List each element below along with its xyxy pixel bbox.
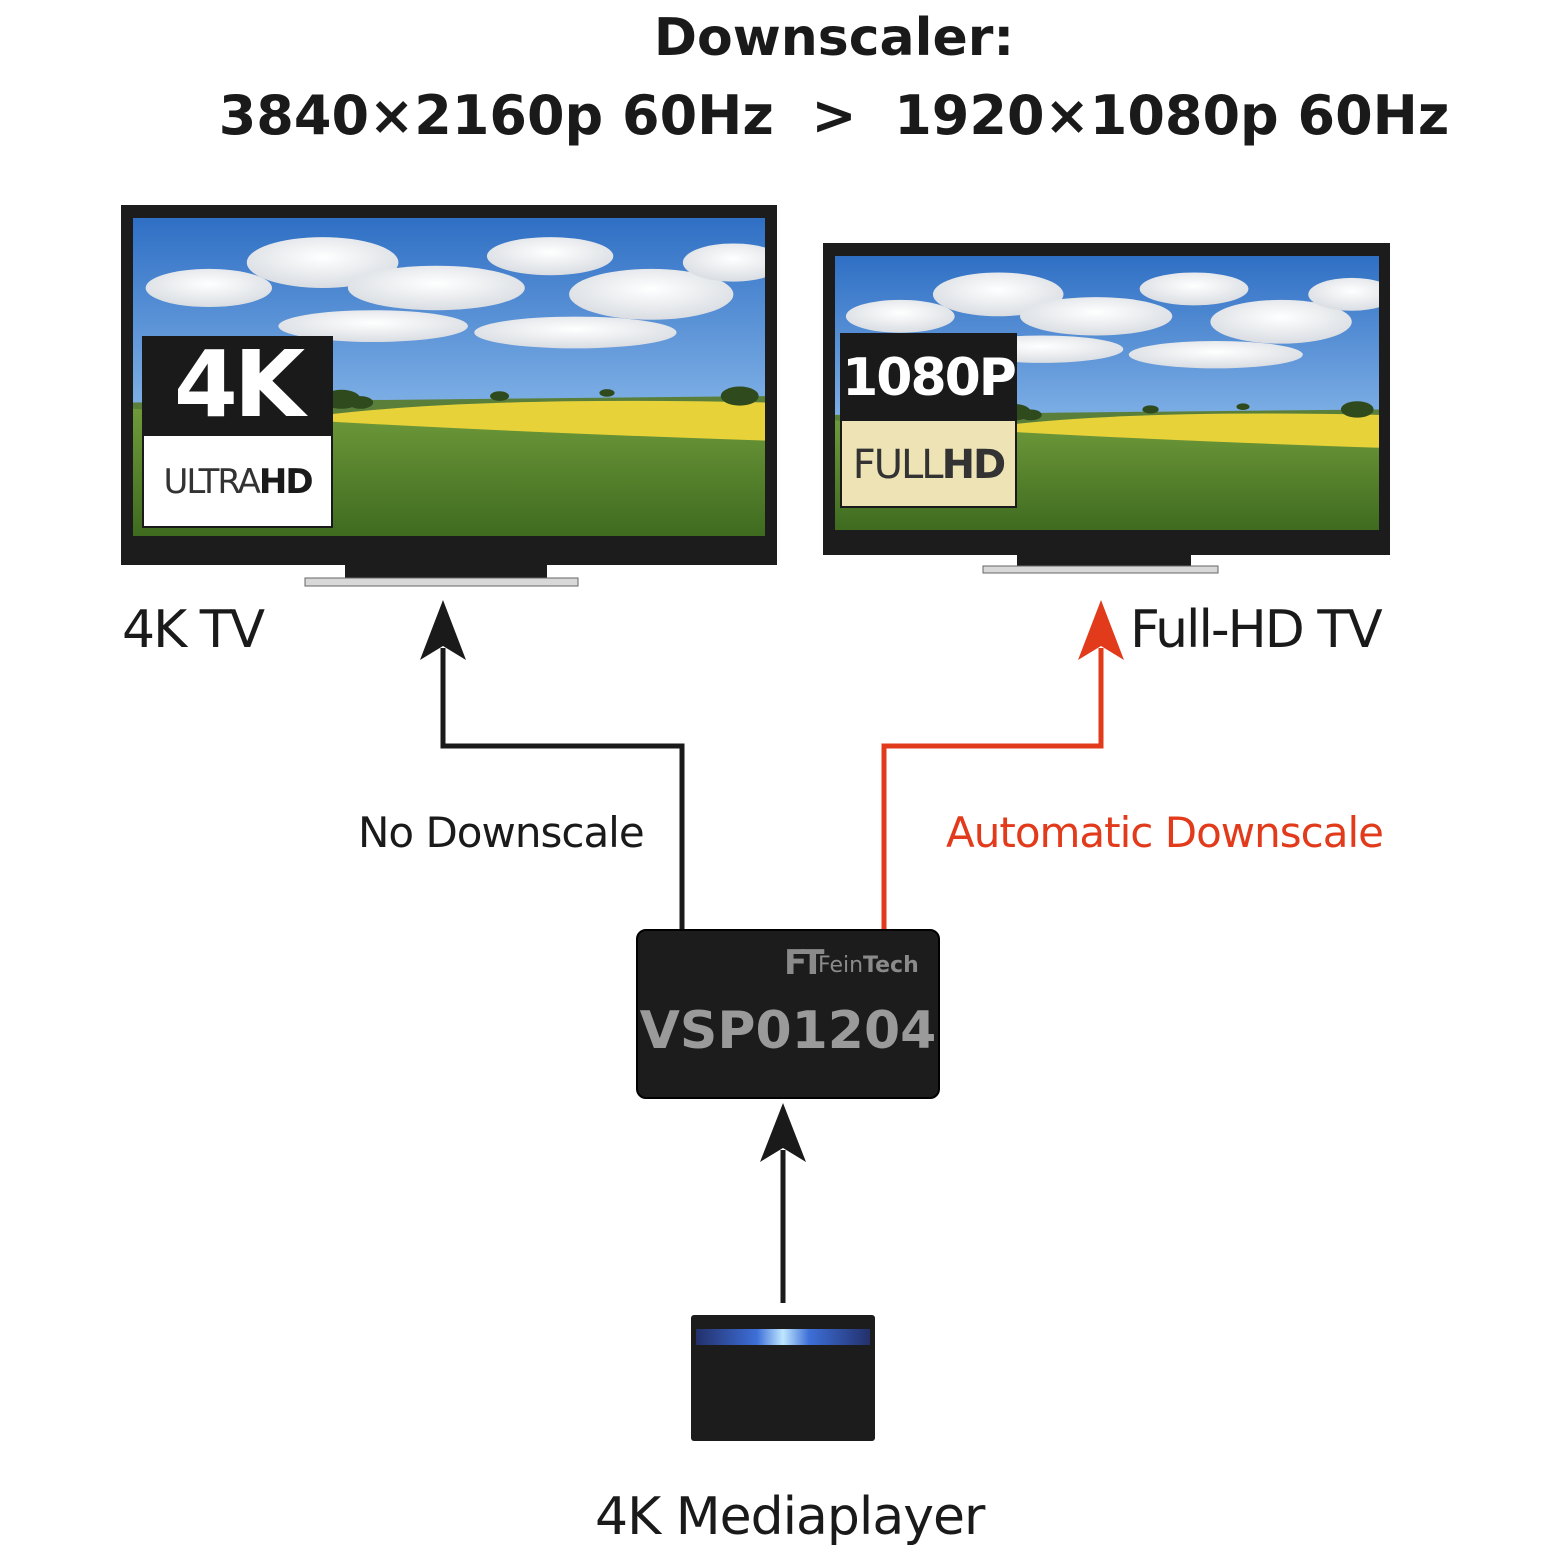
tv-4k-base: [304, 577, 579, 587]
brand-name-bold: Tech: [863, 953, 919, 978]
label-no-downscale: No Downscale: [358, 808, 645, 857]
arrow-no-downscale: [420, 600, 685, 929]
badge-ultrahd-light: ULTRA: [163, 462, 260, 502]
badge-4k: 4K: [142, 336, 333, 434]
resolution-conversion: 3840×2160p 60Hz > 1920×1080p 60Hz: [218, 84, 1450, 147]
arrow-automatic-downscale: [881, 600, 1124, 929]
diagram-title: Downscaler:: [653, 8, 1015, 68]
tv-fullhd-base: [982, 565, 1219, 574]
label-fullhd-tv: Full-HD TV: [1130, 600, 1383, 660]
media-player-light-stripe: [696, 1329, 870, 1345]
label-automatic-downscale: Automatic Downscale: [946, 808, 1384, 857]
badge-fullhd-light: FULL: [852, 442, 944, 488]
badge-ultrahd-bold: HD: [258, 462, 314, 502]
badge-1080p: 1080P: [840, 333, 1017, 419]
feintech-logo-icon: FT: [784, 943, 824, 983]
arrow-head: [760, 1103, 806, 1162]
label-4k-mediaplayer: 4K Mediaplayer: [595, 1487, 985, 1547]
media-player-box: [691, 1315, 875, 1441]
label-4k-tv: 4K TV: [122, 600, 265, 660]
arrow-head: [1078, 600, 1124, 660]
badge-fullhd: FULLHD: [840, 419, 1017, 508]
downscaler-device: FT FeinTech VSP01204: [636, 929, 940, 1099]
tv-4k-stand: [345, 565, 547, 579]
arrow-source-input: [760, 1103, 806, 1303]
brand-name-light: Fein: [818, 953, 864, 978]
arrow-head: [420, 600, 466, 660]
brand-name: FeinTech: [818, 953, 919, 978]
tv-fullhd-stand: [1017, 555, 1191, 567]
badge-ultrahd: ULTRAHD: [142, 434, 333, 528]
badge-fullhd-bold: HD: [941, 442, 1007, 488]
device-model: VSP01204: [639, 1001, 937, 1061]
